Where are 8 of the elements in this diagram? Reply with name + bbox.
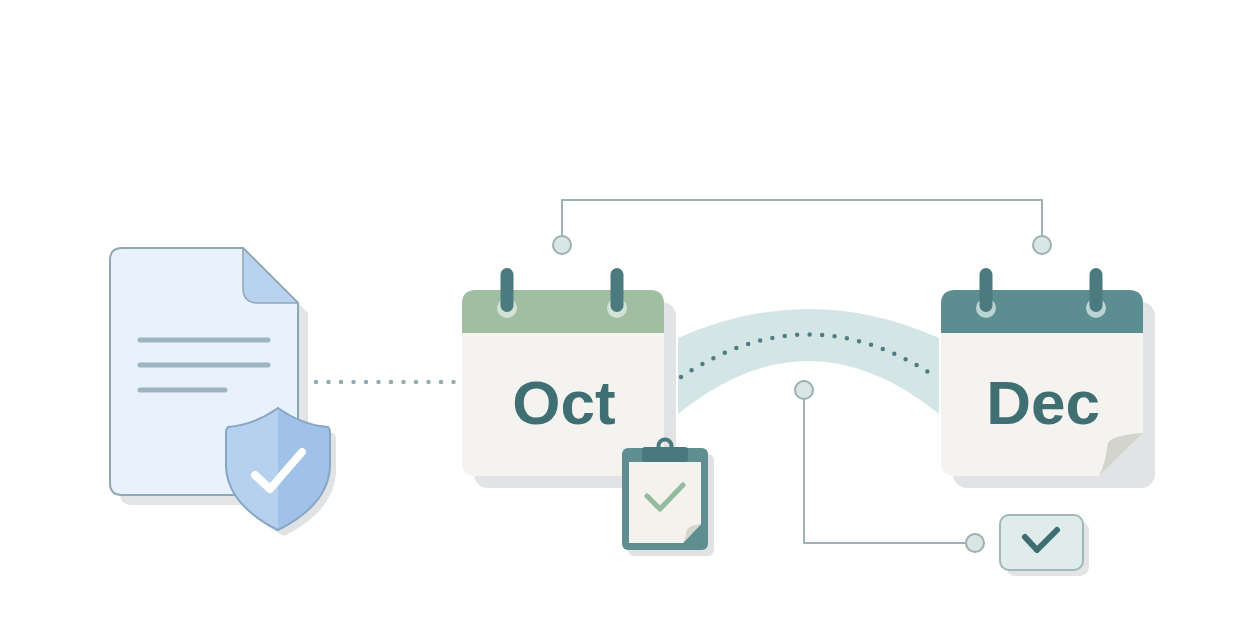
dotted-arc-connector — [678, 309, 939, 414]
month-label: Dec — [986, 372, 1100, 434]
check-icon — [998, 513, 1092, 577]
calendar-card — [939, 265, 1157, 490]
leader-line — [794, 379, 986, 553]
bracket-connector — [552, 199, 1052, 256]
month-label: Oct — [512, 372, 616, 434]
calendar-card — [460, 265, 678, 490]
